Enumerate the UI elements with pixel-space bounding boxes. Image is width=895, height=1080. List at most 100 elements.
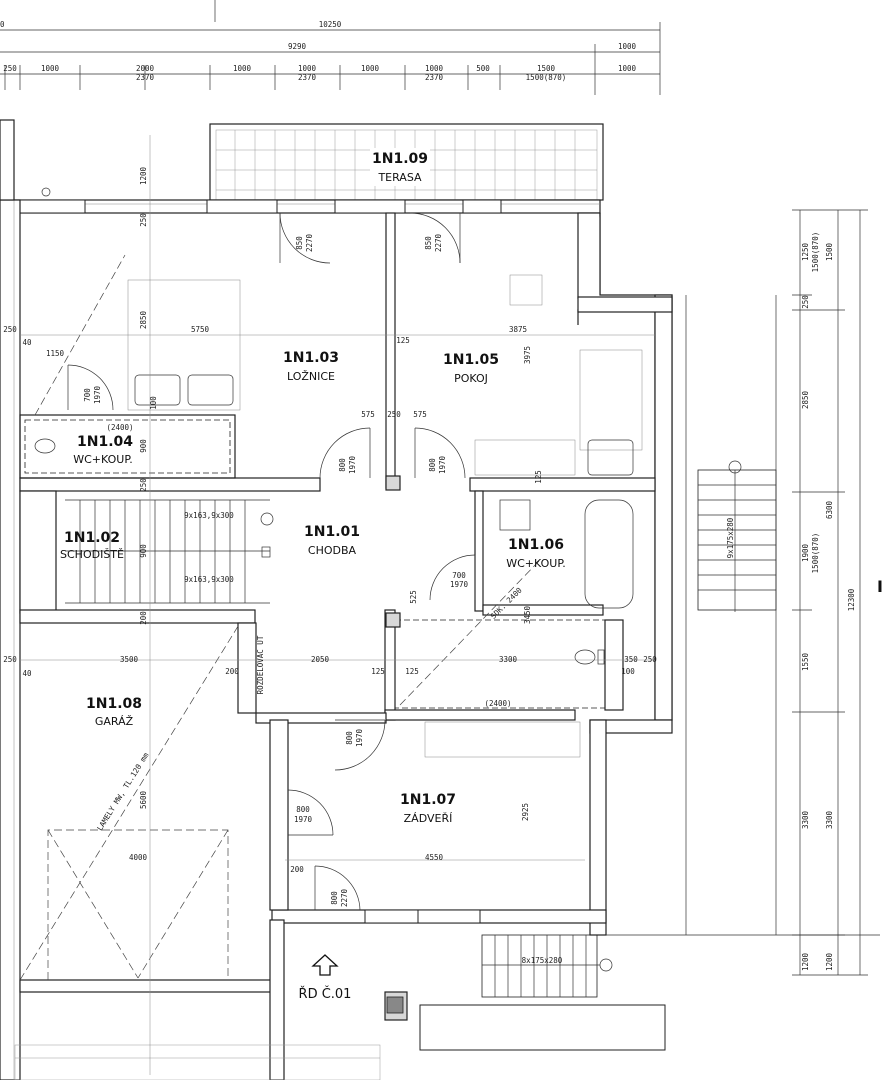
dim-1970-b: 1970 [348,455,357,474]
top-dimension-chain: 10250 0 9290 1000 250 1000 2000 2370 100… [0,0,661,95]
room-name-wc-koup-1: WC+KOUP. [73,453,133,466]
dim-250-e: 250 [139,478,148,492]
column-marker-icon [41,187,51,197]
dim-1970-a: 1970 [93,385,102,404]
dim-575-b: 575 [413,410,427,419]
interior-dimensions: 1200 250 850 2270 850 2270 2850 5750 387… [3,166,735,965]
dim-125-c: 125 [371,667,385,676]
dim-2370-c: 2370 [425,73,444,82]
dim-800-b: 800 [428,458,437,472]
rdim-1900: 1900 [801,543,810,562]
dim-2050: 2050 [311,655,330,664]
dim-525: 525 [409,590,418,604]
rdim-1500-870-b: 1500(870) [811,533,820,574]
exterior-stair-bottom [481,934,880,998]
exterior-stair-right [685,295,777,935]
dim-3500: 3500 [120,655,139,664]
dim-2270-a: 2270 [305,233,314,252]
dim-800-c: 800 [345,731,354,745]
room-id-terasa: 1N1.09 [372,151,428,167]
dim-100-b: 100 [621,667,635,676]
dim-1000-c: 1000 [298,64,317,73]
rdim-6300: 6300 [825,500,834,519]
dim-2370-b: 2370 [298,73,317,82]
dim-2925: 2925 [521,803,530,821]
dim-5600: 5600 [139,790,148,809]
dim-1200: 1200 [139,166,148,185]
dim-1970-e: 1970 [355,728,364,747]
room-name-garaz: GARÁŽ [95,715,134,728]
dim-900-b: 900 [139,544,148,558]
dim-850-b: 850 [424,236,433,250]
dim-800-a: 800 [338,458,347,472]
room-id-schodiste: 1N1.02 [64,530,120,546]
rdim-1250: 1250 [801,242,810,261]
doors [67,212,476,911]
room-id-pokoj: 1N1.05 [443,352,499,368]
rdim-12300: 12300 [847,588,856,611]
dim-4000: 4000 [129,853,148,862]
dim-5750: 5750 [191,325,210,334]
dim-1970-f: 1970 [294,815,313,824]
dim-2370-a: 2370 [136,73,155,82]
rdim-1550: 1550 [801,652,810,671]
rdim-3300-b: 3300 [825,810,834,829]
dim-125-a: 125 [396,336,410,345]
dim-1000-a: 1000 [41,64,60,73]
dim-800-d: 800 [296,805,310,814]
dim-2400-b: (2400) [484,699,511,708]
rdim-1200-a: 1200 [801,952,810,971]
rdim-2850: 2850 [801,390,810,409]
dim-3450: 3450 [523,605,532,624]
dim-2270-c: 2270 [340,888,349,907]
dim-700-a: 700 [83,388,92,402]
rdim-1500: 1500 [825,242,834,261]
room-labels: 1N1.03 LOŽNICE 1N1.05 POKOJ 1N1.04 WC+KO… [60,350,566,825]
room-name-terasa: TERASA [377,171,422,184]
dim-200-b: 200 [225,667,239,676]
dim-1000-f: 1000 [618,64,637,73]
rdim-250: 250 [801,295,810,309]
dim-1150: 1150 [46,349,65,358]
room-id-zadveri: 1N1.07 [400,792,456,808]
room-name-wc-koup-2: WC+KOUP. [506,557,566,570]
rozdelovac-label: ROZDĚLOVAČ ÚT [256,635,265,694]
dim-40-a: 40 [22,338,32,347]
dim-200-a: 200 [139,611,148,625]
dim-700-b: 700 [452,571,466,580]
dim-3975: 3975 [523,346,532,364]
dim-125-b: 125 [534,470,543,484]
dim-100: 100 [149,396,158,410]
room-name-chodba: CHODBA [308,544,357,557]
dim-3300-a: 3300 [499,655,518,664]
section-lines [20,135,655,1075]
stair-spec-2: 9x163,9x300 [184,575,234,584]
room-id-wc-koup-2: 1N1.06 [508,537,564,553]
room-id-loznice: 1N1.03 [283,350,339,366]
furniture [14,274,666,1080]
dim-1000-d: 1000 [361,64,380,73]
dim-1500-870: 1500(870) [526,73,567,82]
dim-575-a: 575 [361,410,375,419]
room-name-zadveri: ZÁDVEŘÍ [404,812,453,825]
entrance-arrow-icon [311,954,339,976]
dim-0: 0 [0,20,5,29]
dim-1500: 1500 [537,64,556,73]
dim-4550: 4550 [425,853,444,862]
room-id-chodba: 1N1.01 [304,524,360,540]
dim-250-b: 250 [139,213,148,227]
dim-1000-b: 1000 [233,64,252,73]
stair-spec-1: 9x163,9x300 [184,511,234,520]
exterior-walls [0,119,673,1080]
dim-125-d: 125 [405,667,419,676]
dim-500: 500 [476,64,490,73]
dim-10250: 10250 [319,20,342,29]
rdim-1200-b: 1200 [825,952,834,971]
dim-1970-c: 1970 [438,455,447,474]
stair-ext-spec-1: 9x175x280 [726,517,735,558]
room-name-loznice: LOŽNICE [287,370,335,383]
dim-1000-e: 1000 [425,64,444,73]
right-dimension-chain: 1250 1500(870) 1500 250 2850 6300 1900 1… [792,209,868,976]
